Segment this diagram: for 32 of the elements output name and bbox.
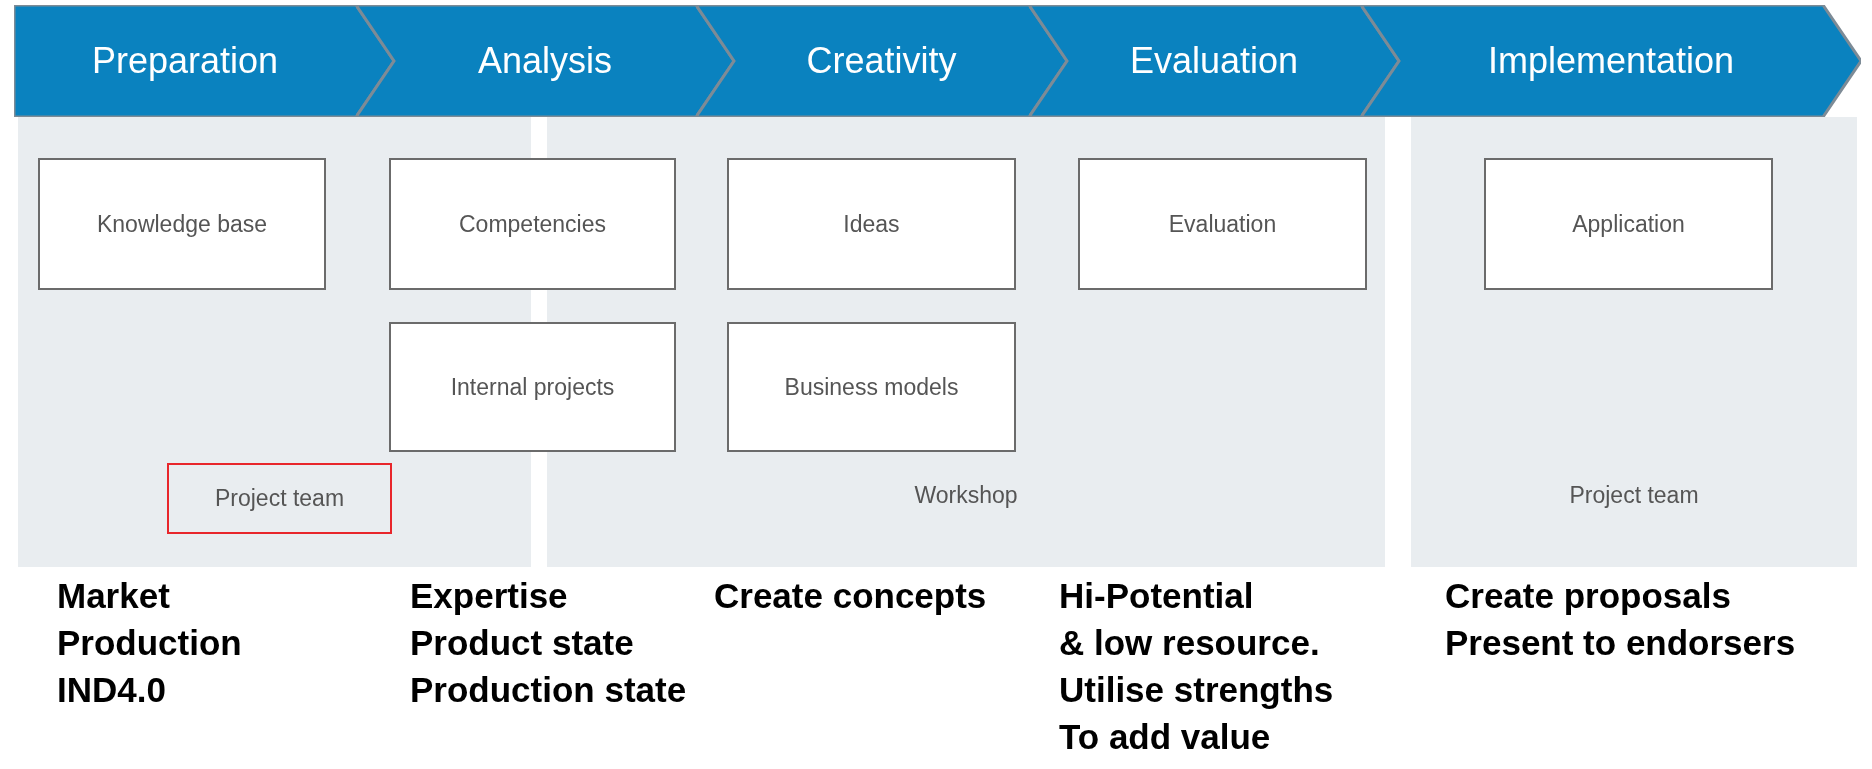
stage-note: Product state — [410, 625, 634, 660]
content-box: Business models — [727, 322, 1016, 452]
stage-title: Implementation — [1486, 39, 1736, 83]
phase-header — [696, 5, 1067, 117]
stage-title: Preparation — [90, 39, 280, 83]
content-box: Knowledge base — [38, 158, 326, 290]
stage-note: Production state — [410, 672, 687, 707]
content-box: Internal projects — [389, 322, 676, 452]
stage-note: Present to endorsers — [1445, 625, 1796, 660]
content-box: Competencies — [389, 158, 676, 290]
stage-note: Hi-Potential — [1059, 578, 1254, 613]
stage-note: Expertise — [410, 578, 568, 613]
content-box: Evaluation — [1078, 158, 1367, 290]
stage-title: Creativity — [805, 39, 958, 83]
panel-label: Project team — [1568, 482, 1700, 509]
content-box: Application — [1484, 158, 1773, 290]
stage-note: & low resource. — [1059, 625, 1320, 660]
stage-note: Market — [57, 578, 170, 613]
phase-header — [1029, 5, 1399, 117]
highlighted-box: Project team — [167, 463, 392, 534]
stage-note: IND4.0 — [57, 672, 166, 707]
stage-note: Create concepts — [714, 578, 987, 613]
stage-note: Utilise strengths — [1059, 672, 1334, 707]
content-box: Ideas — [727, 158, 1016, 290]
stage-title: Evaluation — [1128, 39, 1300, 83]
phase-panel — [1411, 117, 1857, 567]
stage-note: To add value — [1059, 719, 1271, 754]
panel-label: Workshop — [913, 482, 1019, 509]
phase-header — [1361, 5, 1861, 117]
stage-note: Production — [57, 625, 242, 660]
phase-header — [14, 5, 394, 117]
stage-note: Create proposals — [1445, 578, 1731, 613]
